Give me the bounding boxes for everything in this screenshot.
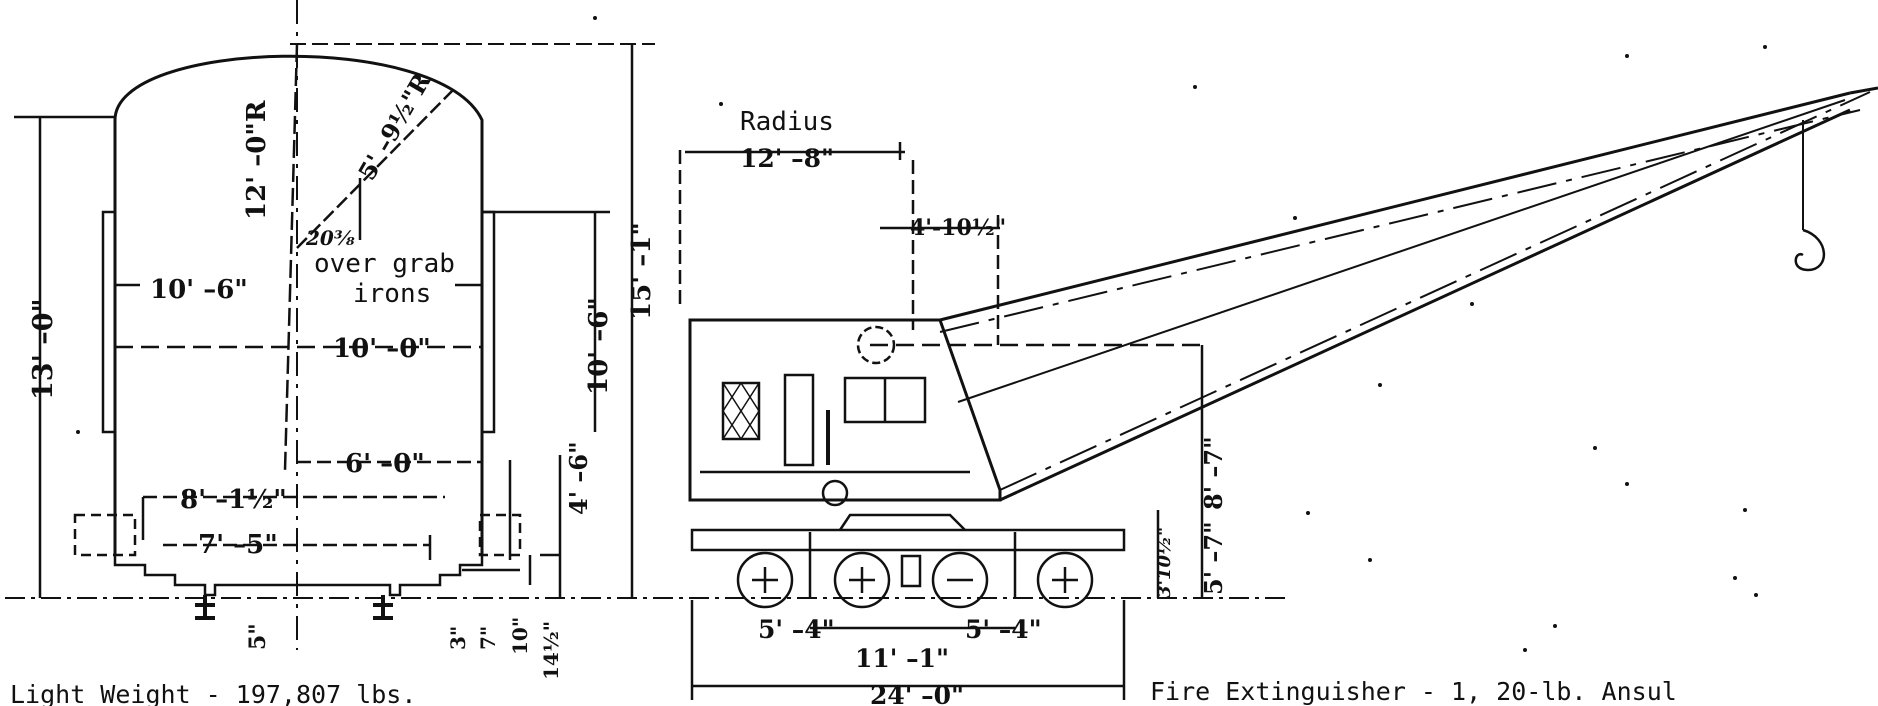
crane-cab [688, 318, 1002, 502]
notes: Light Weight - 197,807 lbs. Fire Extingu… [10, 677, 1677, 706]
right-side-bar [480, 210, 496, 434]
dim-height-10-6: 10' –6" [584, 297, 614, 395]
dim-4-10-half: 4'-10½" [910, 215, 1006, 241]
dim-overall-height: 13' –0" [28, 298, 59, 400]
dim-roof-radius: 12' –0"R [242, 100, 272, 220]
crane-boom [939, 86, 1878, 502]
car-underframe [113, 555, 484, 597]
light-weight-note: Light Weight - 197,807 lbs. [10, 680, 416, 706]
radius-label: Radius [740, 107, 834, 137]
dim-5-4-right: 5' –4" [965, 615, 1042, 644]
dim-offset-fraction: 20⅜ [305, 226, 355, 250]
over-grab-irons-line1: over grab [314, 249, 455, 279]
dim-height-15-1: 15' –1" [627, 222, 657, 320]
dim-7-5: 7' –5" [198, 530, 278, 560]
crane-hook [1794, 228, 1826, 272]
dim-corner-radius: 5' –9½"R [352, 67, 437, 185]
dim-5-7: 5' –7" [1199, 521, 1228, 595]
dim-width-10-0: 10' –0" [333, 334, 431, 364]
dim-11-1: 11' –1" [855, 644, 949, 673]
radius-value: 12' –8" [740, 144, 834, 173]
wheels [736, 551, 1094, 609]
car-deck [690, 528, 1126, 552]
crane-side-labels: Radius 12' –8" 4'-10½" 8' –7" 5' –7" 3'1… [740, 107, 1228, 706]
left-side-bar [101, 210, 117, 434]
right-truck [478, 513, 522, 557]
cab-door [783, 373, 815, 467]
car-end-view [5, 0, 1290, 650]
car-body-outline [113, 54, 484, 555]
dim-6-0: 6' –0" [345, 449, 425, 479]
dim-5in: 5" [245, 623, 271, 650]
crane-side-view [678, 86, 1878, 700]
over-grab-irons-line2: irons [353, 279, 431, 309]
dim-3in: 3" [446, 626, 470, 650]
dim-7in: 7" [476, 626, 500, 650]
dim-5-4-left: 5' –4" [758, 615, 835, 644]
dim-8-1-half: 8' –1½" [180, 485, 287, 515]
dim-width-10-6: 10' –6" [150, 275, 248, 305]
dim-3-10-half: 3'10½" [1154, 527, 1175, 598]
dim-14-half: 14½" [539, 621, 563, 680]
dim-10in: 10" [508, 617, 532, 655]
left-truck [73, 513, 137, 557]
car-end-labels: 13' –0" 12' –0"R 5' –9½"R 20⅜ over grab … [28, 67, 657, 680]
fire-extinguisher-note: Fire Extinguisher - 1, 20-lb. Ansul [1150, 677, 1677, 706]
dim-4-6: 4' –6" [564, 441, 593, 515]
paper-specks [76, 16, 1767, 652]
dim-8-7: 8' –7" [1199, 436, 1228, 510]
dim-24-0: 24' –0" [870, 681, 964, 706]
